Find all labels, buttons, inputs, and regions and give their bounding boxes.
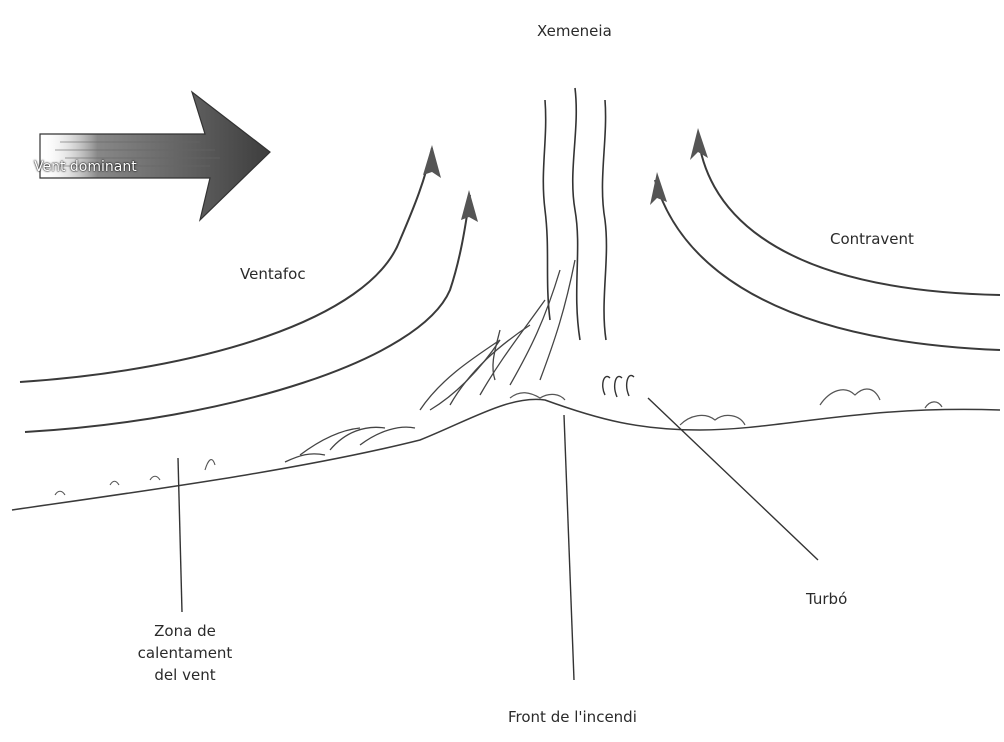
- burnt-debris: [510, 389, 942, 425]
- chimney-label: Xemeneia: [537, 24, 612, 39]
- ventafoc-arrowhead-2: [461, 190, 478, 222]
- heating-zone-line-3: del vent: [130, 664, 240, 686]
- contravent-label: Contravent: [830, 232, 914, 247]
- vortex-curls: [603, 375, 634, 397]
- contravent-arrowhead-1: [690, 128, 708, 160]
- prevailing-wind-arrow: [40, 92, 270, 220]
- prevailing-wind-label: Vent dominant: [34, 160, 137, 174]
- heating-zone-line-2: calentament: [130, 642, 240, 664]
- contravent-stream-outer: [698, 135, 1000, 295]
- fire-front-leader: [564, 415, 574, 680]
- small-debris: [55, 460, 215, 495]
- vortex-label: Turbó: [806, 592, 847, 607]
- chimney-smoke: [543, 88, 606, 340]
- heating-zone-leader: [178, 458, 182, 612]
- ventafoc-arrowhead-1: [423, 145, 441, 178]
- ventafoc-label: Ventafoc: [240, 267, 306, 282]
- heating-zone-line-1: Zona de: [130, 620, 240, 642]
- heating-zone-label: Zona de calentament del vent: [130, 620, 240, 686]
- flames: [285, 260, 575, 462]
- contravent-stream-inner: [655, 180, 1000, 350]
- contravent-arrowhead-2: [650, 172, 667, 205]
- fire-front-label: Front de l'incendi: [508, 710, 637, 725]
